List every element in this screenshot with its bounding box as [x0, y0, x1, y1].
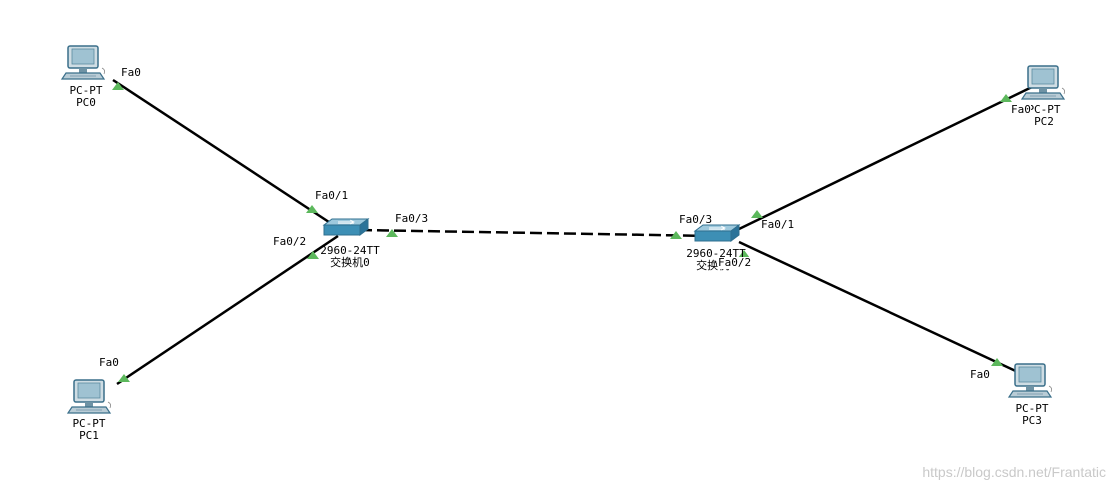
- link-pc0-sw0[interactable]: [112, 78, 339, 230]
- watermark: https://blog.csdn.net/Frantatic: [922, 464, 1106, 480]
- sw1-fa01-label: Fa0/1: [761, 218, 795, 231]
- sw0-fa03-label: Fa0/3: [395, 212, 429, 225]
- pc0-port-label: Fa0: [121, 66, 141, 79]
- pc2-label: PC-PT PC2: [1027, 104, 1060, 128]
- link-pc2-sw1[interactable]: [738, 84, 1035, 231]
- sw1-fa03-label: Fa0/3: [679, 213, 713, 226]
- pc2-name: PC2: [1034, 115, 1054, 128]
- switch1-model: 2960-24TT: [686, 247, 746, 260]
- switch0-name: 交换机0: [330, 256, 370, 269]
- switch0-label: 2960-24TT 交换机0: [320, 245, 380, 269]
- sw1-fa02-label: Fa0/2: [718, 256, 752, 269]
- link-pc3-sw1[interactable]: [738, 240, 1023, 376]
- pc3-label: PC-PT PC3: [1015, 403, 1048, 427]
- pc1-name: PC1: [79, 429, 99, 442]
- port-indicator-sw0-fa01: [306, 205, 318, 213]
- pc1-label: PC-PT PC1: [72, 418, 105, 442]
- pc3-computer-icon[interactable]: [1008, 363, 1053, 398]
- pc2-computer-icon[interactable]: [1021, 65, 1066, 100]
- port-indicator-pc2: [1000, 94, 1012, 102]
- port-indicator-sw1-fa02: [738, 250, 750, 258]
- port-indicator-sw0-fa03: [386, 229, 398, 237]
- link-pc1-sw0[interactable]: [116, 234, 339, 386]
- pc3-name: PC3: [1022, 414, 1042, 427]
- pc0-name: PC0: [76, 96, 96, 109]
- port-indicator-pc3: [991, 358, 1003, 366]
- port-indicator-pc1: [118, 374, 130, 382]
- pc0-label: PC-PT PC0: [69, 85, 102, 109]
- port-indicator-sw1-fa01: [751, 210, 763, 218]
- sw0-fa01-label: Fa0/1: [315, 189, 349, 202]
- switch0-icon[interactable]: [323, 218, 369, 236]
- pc3-port-label: Fa0: [970, 368, 990, 381]
- port-indicator-sw0-fa02: [307, 251, 319, 259]
- link-sw0-sw1[interactable]: [359, 228, 714, 238]
- port-indicator-pc0: [112, 82, 124, 90]
- pc0-model: PC-PT: [69, 84, 103, 97]
- pc2-port-label: Fa0: [1011, 103, 1031, 116]
- pc1-computer-icon[interactable]: [67, 379, 112, 414]
- pc0-computer-icon[interactable]: [61, 45, 106, 80]
- port-indicators: [112, 82, 1012, 382]
- switch1-icon[interactable]: [694, 224, 740, 242]
- pc1-model: PC-PT: [72, 417, 106, 430]
- port-indicator-sw1-fa03: [670, 231, 682, 239]
- pc2-model: PC-PT: [1027, 103, 1061, 116]
- switch0-model: 2960-24TT: [320, 244, 380, 257]
- pc3-model: PC-PT: [1015, 402, 1049, 415]
- pc1-port-label: Fa0: [99, 356, 119, 369]
- sw0-fa02-label: Fa0/2: [273, 235, 307, 248]
